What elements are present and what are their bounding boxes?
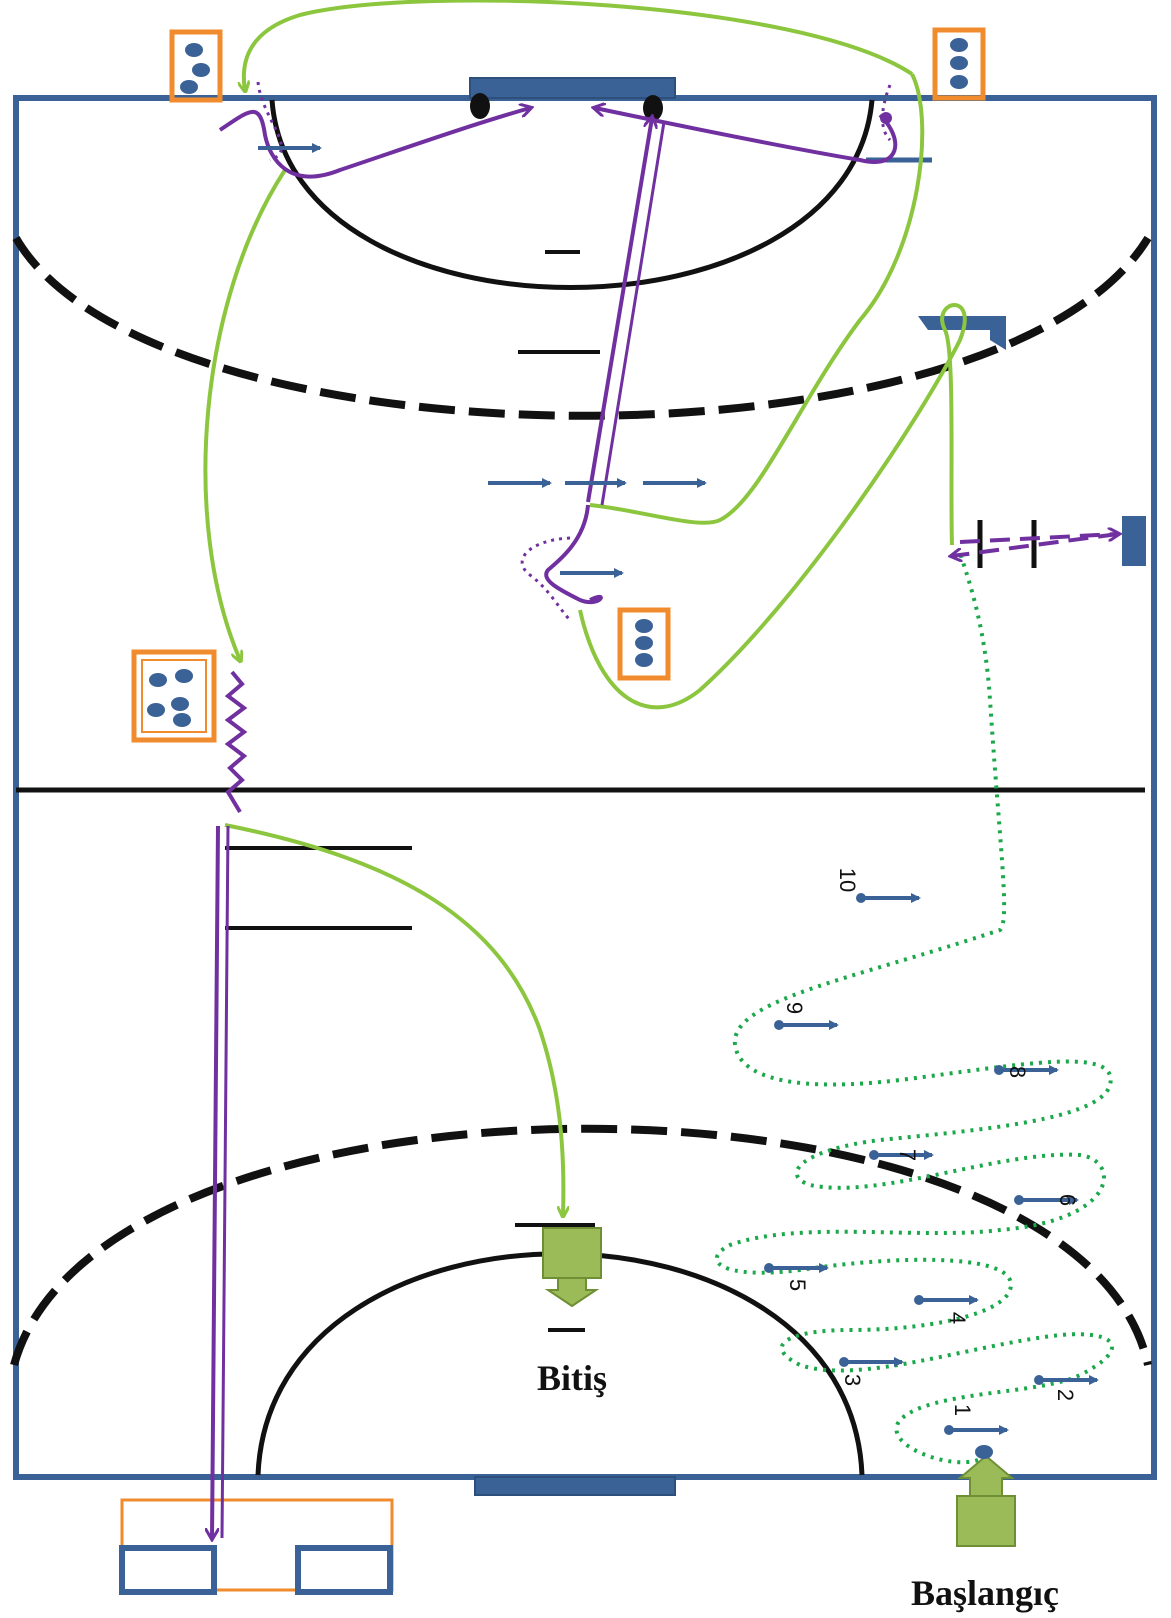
cone-number-7: 7 [895,1149,920,1161]
ball-box-top-right [932,27,986,101]
purple-center-loop [544,504,603,605]
green-path-to-finish [224,823,563,1215]
numbered-stick-base-4 [914,1295,924,1305]
dotted-slalom-path [715,552,1114,1465]
cone-number-3: 3 [840,1374,865,1386]
side-target [1122,516,1146,566]
ball-box-top-left [169,29,223,103]
stick-markers [258,143,707,578]
goal-post-left [470,93,490,119]
numbered-stick-base-3 [839,1357,849,1367]
top-free-throw-line [12,235,1152,420]
numbered-sticks: 1 2 3 4 5 6 7 8 9 10 [764,868,1099,1435]
purple-long-pass-down-2 [220,825,230,1539]
green-path-right-down [589,73,925,525]
blue-corner-marker [918,316,1006,350]
cone-number-8: 8 [1005,1066,1030,1078]
numbered-stick-base-5 [764,1263,774,1273]
purple-dashed-return [952,532,1119,556]
green-path-center-loop [578,303,967,710]
purple-shot-left [218,108,530,179]
start-marker [956,1445,1016,1547]
cone-number-2: 2 [1053,1389,1078,1401]
finish-marker [542,1227,602,1308]
mini-goals [119,1498,394,1595]
purple-long-pass-up-2 [600,121,666,506]
numbered-stick-base-8 [994,1065,1004,1075]
cone-number-5: 5 [785,1279,810,1291]
finish-label: Bitiş [537,1358,607,1398]
numbered-stick-base-9 [774,1020,784,1030]
ball-box-left [131,649,217,743]
green-path-top-arc [244,0,914,90]
cone-number-10: 10 [835,868,860,892]
green-paths [203,0,967,1215]
cone-number-9: 9 [782,1002,807,1014]
purple-dashed-out [959,534,1118,544]
cone-number-4: 4 [945,1312,970,1324]
numbered-stick-base-7 [869,1150,879,1160]
start-label: Başlangıç [911,1573,1059,1613]
top-goal [469,77,676,99]
numbered-stick-base-6 [1014,1195,1024,1205]
ball-box-center [617,607,671,681]
purple-paths [212,108,1118,1538]
top-goal-area-line [269,99,875,290]
purple-long-pass-up [586,118,652,503]
bottom-free-throw-line [10,1124,1152,1367]
purple-long-pass-down [212,825,220,1538]
cone-number-6: 6 [1055,1194,1080,1206]
green-path-left-down [203,168,287,660]
purple-dotted-top-left [256,81,283,162]
purple-shot-right [595,108,898,164]
numbered-stick-base-10 [856,893,866,903]
numbered-stick-base-2 [1034,1375,1044,1385]
purple-dotted-center [520,536,572,622]
purple-dot [880,112,892,124]
cone-number-1: 1 [950,1404,975,1416]
purple-zigzag [224,670,248,814]
bottom-goal [474,1476,676,1496]
numbered-stick-base-1 [944,1425,954,1435]
